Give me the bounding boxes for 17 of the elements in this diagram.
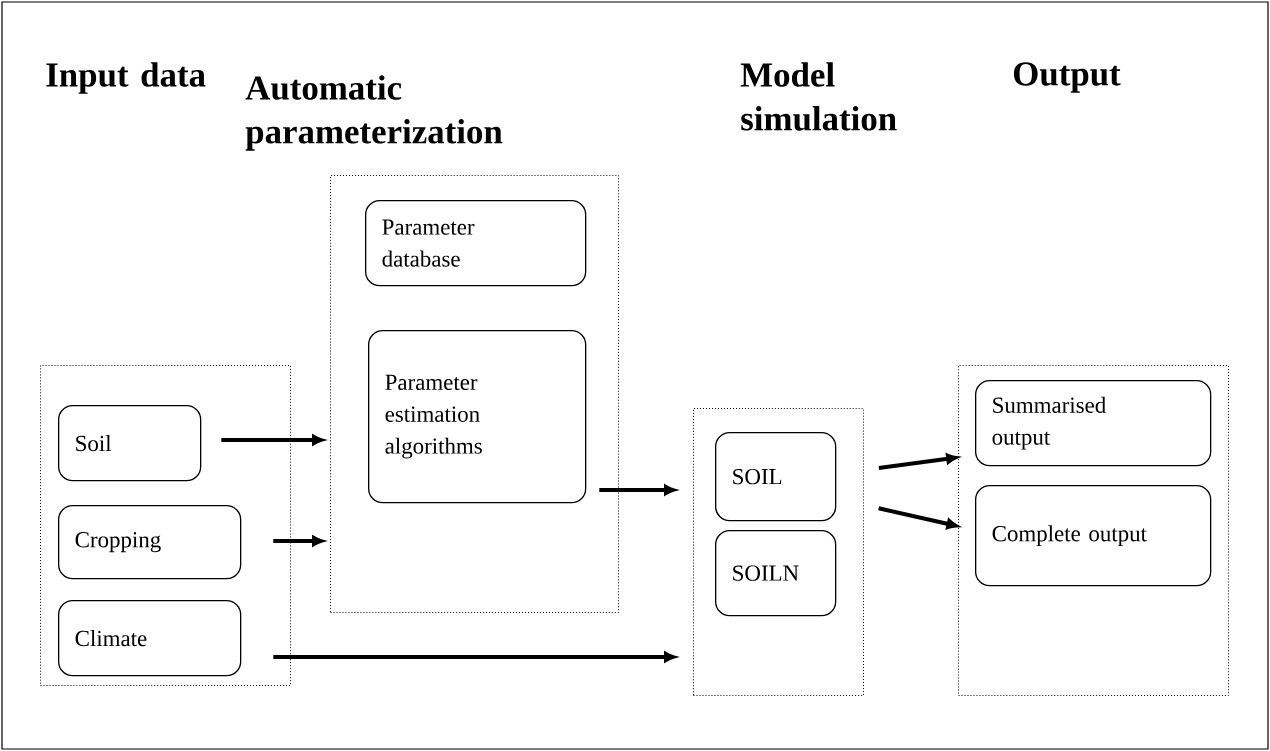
process-box: Summarised output bbox=[975, 380, 1212, 467]
process-box: Complete output bbox=[975, 485, 1212, 587]
column-heading: Automatic parameterization bbox=[245, 75, 503, 151]
process-box: Cropping bbox=[58, 505, 242, 580]
group-box bbox=[958, 365, 1229, 696]
group-box bbox=[693, 408, 864, 696]
process-box: SOILN bbox=[715, 530, 837, 617]
process-box: Climate bbox=[58, 600, 242, 677]
column-heading: Output bbox=[1013, 62, 1121, 93]
column-heading: Model simulation bbox=[740, 62, 897, 131]
column-heading: Input data bbox=[46, 62, 206, 94]
process-box: Parameter database bbox=[365, 200, 587, 287]
process-box: Parameter estimation algorithms bbox=[368, 330, 587, 504]
group-box bbox=[330, 175, 619, 613]
process-box: SOIL bbox=[715, 432, 837, 522]
process-box: Soil bbox=[58, 405, 202, 482]
group-box bbox=[40, 365, 291, 686]
